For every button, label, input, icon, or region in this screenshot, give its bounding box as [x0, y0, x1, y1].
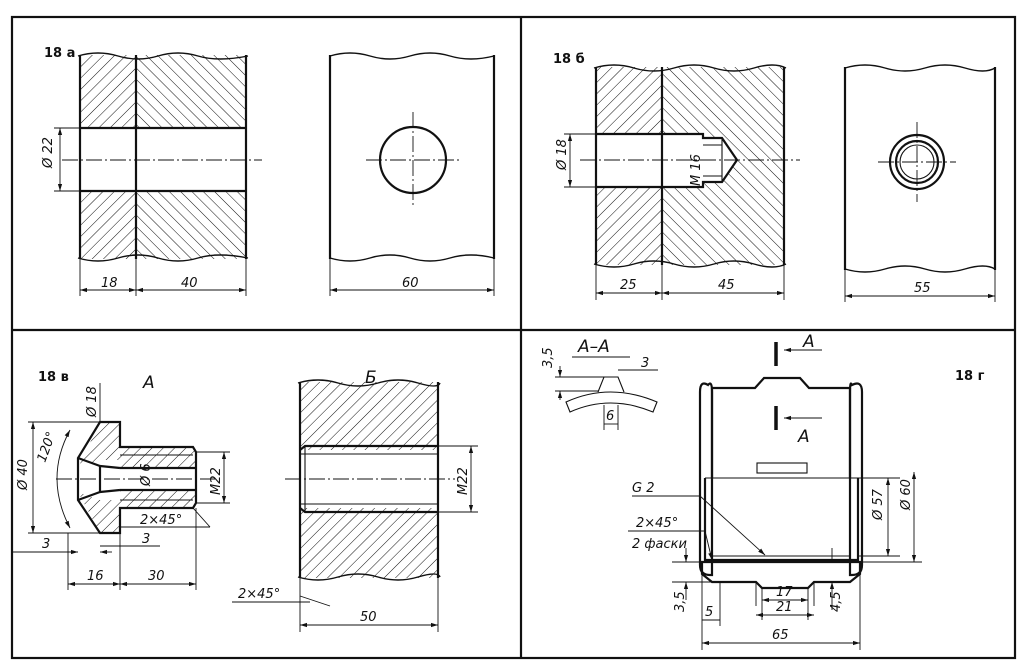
dim-3-top: 3 [641, 356, 649, 371]
hatch-left-bottom [80, 191, 136, 259]
sheet-frame [10, 15, 1017, 660]
dim-3-5-top: 3,5 [541, 347, 556, 368]
dim-55: 55 [914, 281, 931, 296]
dim-17: 17 [776, 585, 793, 600]
dim-chamfer: 2×45° [140, 513, 182, 528]
chamfer-label: 2×45° [636, 516, 678, 531]
hatch-right-top [136, 55, 246, 128]
dim-3-right: 3 [142, 532, 150, 547]
chamfer-count: 2 фаски [632, 537, 687, 552]
part-a-label: А [142, 373, 155, 393]
dim-d40: Ø 40 [16, 459, 31, 491]
dim-d22: Ø 22 [41, 137, 56, 169]
dim-3-5-bottom: 3,5 [673, 591, 688, 612]
dim-65: 65 [772, 628, 789, 643]
dim-16: 16 [87, 569, 104, 584]
panel-label: 18 а [44, 46, 75, 61]
cut-label-bottom: А [797, 427, 810, 447]
panel-18g: 18 г А–А 3,5 3 6 А А [541, 332, 985, 650]
cut-label-top: А [802, 332, 815, 352]
dim-angle: 120° [35, 430, 60, 465]
part-b-section [285, 379, 455, 581]
dim-6: 6 [606, 409, 614, 424]
panel-label: 18 б [553, 52, 585, 67]
dim-chamfer-b: 2×45° [238, 587, 280, 602]
dim-18: 18 [101, 276, 118, 291]
part-b-label: Б [365, 368, 377, 388]
hatch-left-top [80, 55, 136, 128]
dim-m22-b: М22 [456, 467, 471, 495]
dim-60: 60 [402, 276, 419, 291]
dim-21: 21 [776, 600, 793, 615]
hatch-right-bottom [136, 191, 246, 259]
thread-label: G 2 [632, 481, 654, 496]
dim-5: 5 [705, 605, 713, 620]
dim-m22: М22 [209, 467, 224, 495]
dim-40: 40 [181, 276, 198, 291]
dim-d60: Ø 60 [899, 479, 914, 511]
panel-label: 18 в [38, 370, 69, 385]
dim-d18: Ø 18 [85, 386, 100, 418]
panel-label: 18 г [955, 369, 985, 384]
panel-18v: 18 в А Б Ø 18 Ø 40 120° Ø 6 [12, 368, 478, 632]
radiator-nipple-part [698, 376, 864, 590]
dim-d57: Ø 57 [871, 488, 886, 521]
dim-30: 30 [148, 569, 165, 584]
dim-50: 50 [360, 610, 377, 625]
dim-3-left: 3 [42, 537, 50, 552]
panel-18a: 18 а Ø 22 18 40 60 [41, 46, 496, 296]
dim-m16: М 16 [689, 154, 704, 186]
dim-25: 25 [620, 278, 637, 293]
panel-18b: 18 б М 16 Ø 18 25 45 [553, 52, 997, 302]
dim-d6: Ø 6 [139, 463, 154, 487]
section-title: А–А [577, 337, 610, 357]
dim-4-5: 4,5 [829, 591, 844, 612]
dim-45: 45 [718, 278, 735, 293]
dim-d18: Ø 18 [555, 139, 570, 171]
fitting-part-a [56, 420, 215, 535]
